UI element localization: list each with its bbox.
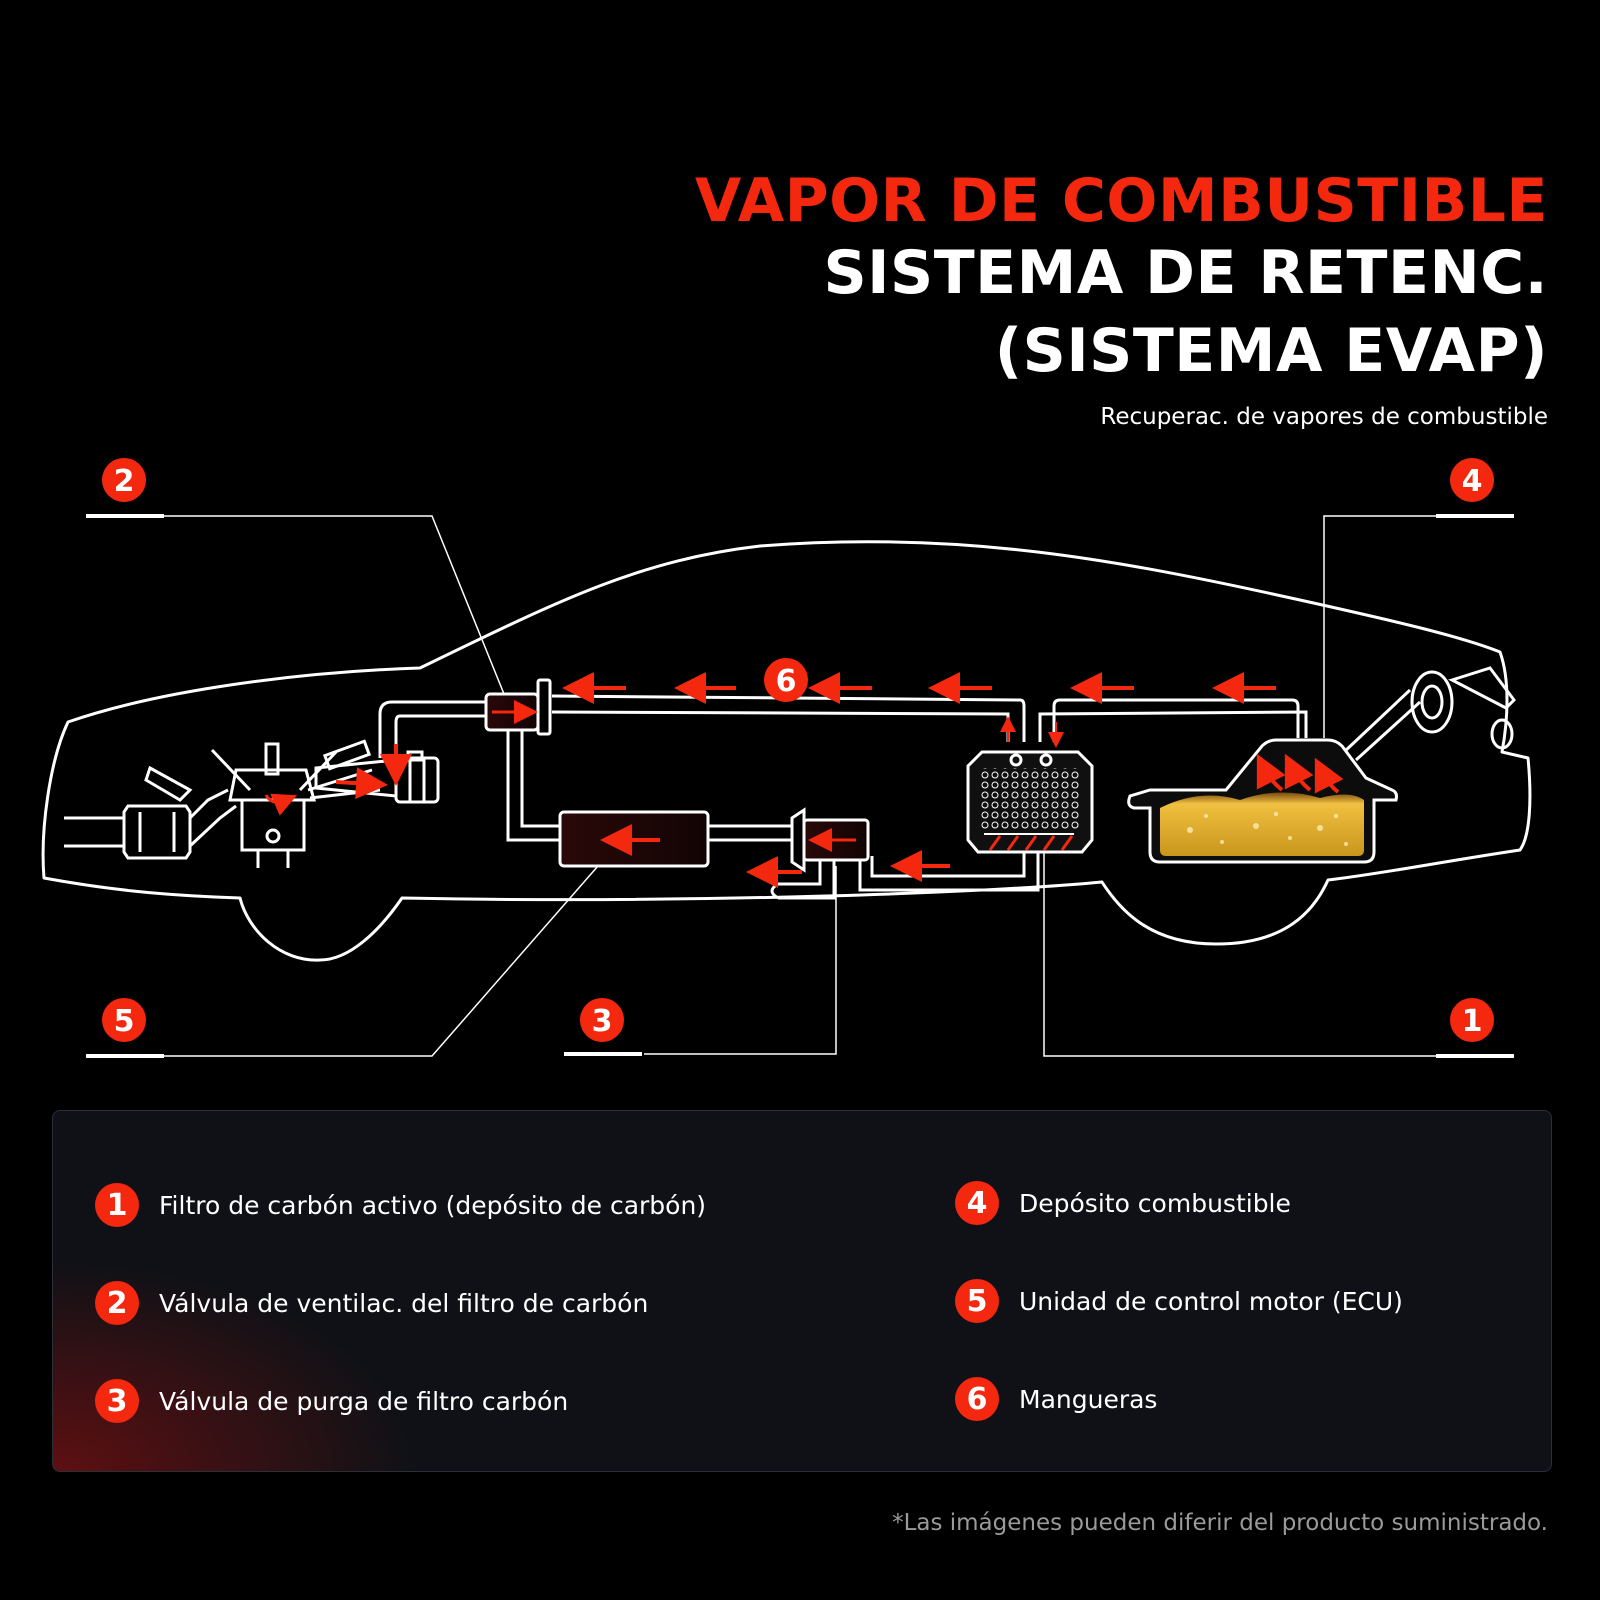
subtitle: Recuperac. de vapores de combustible [1100, 404, 1548, 430]
legend-panel: 1 Filtro de carbón activo (depósito de c… [52, 1110, 1552, 1472]
title-line-1: VAPOR DE COMBUSTIBLE [694, 166, 1548, 236]
fuel-filler-cap [1410, 666, 1516, 750]
svg-text:2: 2 [114, 464, 135, 499]
legend-label: Válvula de ventilac. del filtro de carbó… [159, 1288, 649, 1318]
ecu-box [558, 810, 710, 868]
svg-text:4: 4 [1462, 464, 1483, 499]
legend-number: 4 [955, 1181, 999, 1225]
callout-badge-5: 5 [102, 998, 146, 1042]
legend-number: 5 [955, 1279, 999, 1323]
legend-item-5: 5 Unidad de control motor (ECU) [955, 1279, 1403, 1323]
legend-label: Unidad de control motor (ECU) [1019, 1286, 1403, 1316]
title-line-3: (SISTEMA EVAP) [994, 316, 1548, 386]
svg-text:1: 1 [1462, 1004, 1483, 1039]
legend-number: 6 [955, 1377, 999, 1421]
callout-badge-4: 4 [1450, 458, 1494, 502]
leader-lines [164, 515, 1436, 1057]
legend-label: Filtro de carbón activo (depósito de car… [159, 1190, 707, 1220]
evap-system-diagram: 2 4 6 5 3 1 [41, 458, 1532, 1058]
exhaust-system [64, 765, 237, 860]
legend-item-3: 3 Válvula de purga de filtro carbón [95, 1379, 568, 1423]
legend-label: Válvula de purga de filtro carbón [159, 1386, 569, 1416]
legend-item-1: 1 Filtro de carbón activo (depósito de c… [95, 1183, 706, 1227]
svg-text:5: 5 [114, 1004, 135, 1039]
charcoal-canister [966, 716, 1094, 854]
title-line-2: SISTEMA DE RETENC. [823, 238, 1548, 308]
callout-badge-6: 6 [764, 658, 808, 702]
title-block: VAPOR DE COMBUSTIBLE SISTEMA DE RETENC. … [695, 168, 1548, 430]
callout-underlines [86, 514, 1514, 1058]
purge-valve [790, 807, 870, 873]
legend-number: 1 [95, 1183, 139, 1227]
flow-arrows [380, 672, 1276, 888]
svg-text:3: 3 [592, 1004, 613, 1039]
legend-item-4: 4 Depósito combustible [955, 1181, 1291, 1225]
ventilation-valve [484, 678, 552, 736]
legend-item-6: 6 Mangueras [955, 1377, 1157, 1421]
legend-number: 2 [95, 1281, 139, 1325]
legend-number: 3 [95, 1379, 139, 1423]
fuel-tank [1127, 738, 1398, 864]
svg-text:6: 6 [776, 664, 797, 699]
callout-badge-2: 2 [102, 458, 146, 502]
car-outline [41, 540, 1532, 962]
disclaimer-footnote: *Las imágenes pueden diferir del product… [892, 1510, 1548, 1536]
callout-badge-3: 3 [580, 998, 624, 1042]
legend-label: Depósito combustible [1019, 1188, 1291, 1218]
engine [210, 739, 381, 868]
legend-item-2: 2 Válvula de ventilac. del filtro de car… [95, 1281, 648, 1325]
callout-badge-1: 1 [1450, 998, 1494, 1042]
legend-label: Mangueras [1019, 1384, 1158, 1414]
